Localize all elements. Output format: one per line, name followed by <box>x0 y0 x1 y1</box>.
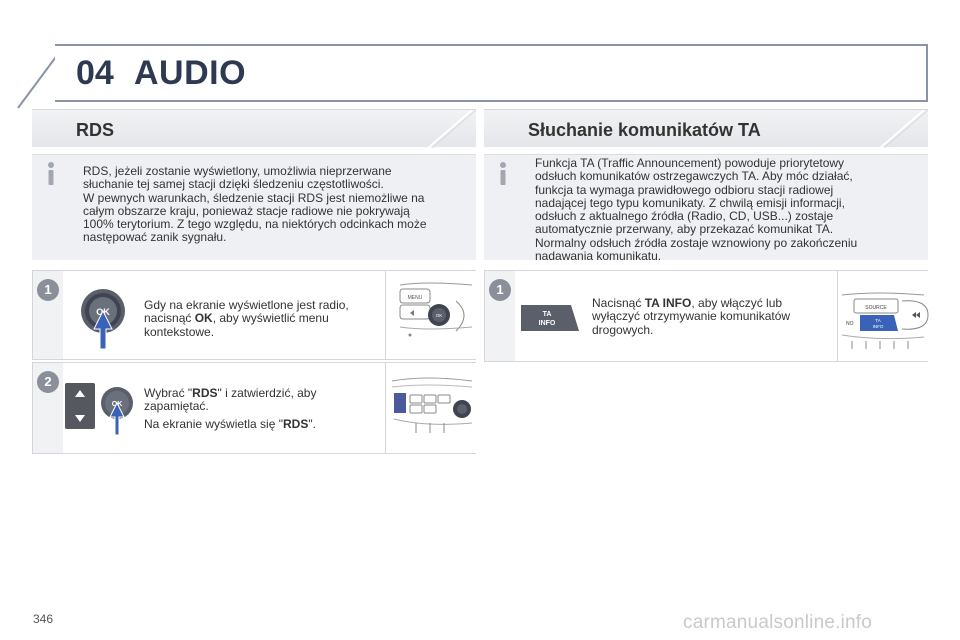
section-title: Słuchanie komunikatów TA <box>528 120 761 140</box>
control-panel-image <box>385 363 476 453</box>
rds-keyword: RDS <box>282 417 309 431</box>
control-panel-image: SOURCE NO TA INFO <box>837 271 929 361</box>
step-number: 1 <box>489 279 511 301</box>
info-line: następować zanik sygnału. <box>83 230 227 245</box>
step-panel-1: 1 OK Gdy na ekranie wyświetlone jest rad… <box>32 270 476 360</box>
info-icon <box>48 162 54 185</box>
info-box-ta: Funkcja TA (Traffic Announcement) powodu… <box>484 154 928 264</box>
info-line: W pewnych warunkach, śledzenie stacji RD… <box>83 190 425 205</box>
info-label: INFO <box>539 320 556 327</box>
info-line: Funkcja TA (Traffic Announcement) powodu… <box>535 156 845 170</box>
ta-label: TA <box>543 311 552 318</box>
section-header-rds: RDS <box>32 109 476 148</box>
instruction-text: drogowych. <box>592 322 654 337</box>
instruction-text: Gdy na ekranie wyświetlone jest radio, <box>144 298 349 312</box>
info-panel-label: INFO <box>873 324 884 329</box>
no-label: NO <box>846 321 854 327</box>
watermark: carmanualsonline.info <box>683 612 873 633</box>
ta-panel-label: TA <box>875 318 880 323</box>
info-text: Funkcja TA (Traffic Announcement) powodu… <box>535 156 858 264</box>
chapter-title: AUDIO <box>134 54 247 92</box>
step-instruction: Nacisnąć TA INFO, aby włączyć lub wyłącz… <box>592 296 832 337</box>
header-frame <box>55 44 928 102</box>
step-number: 1 <box>37 279 59 301</box>
info-text: RDS, jeżeli zostanie wyświetlony, umożli… <box>83 164 427 245</box>
info-line: 100% terytorium. Z tego względu, na niek… <box>83 217 427 232</box>
instruction-text: Na ekranie wyświetla się " <box>144 417 283 431</box>
instruction-text: ". <box>308 417 316 431</box>
step-panel-2: 2 OK Wybrać "RDS" i zatwierdzić, aby zap… <box>32 362 476 454</box>
info-line: odsłuch komunikatów ostrzegawczych TA. A… <box>535 169 853 184</box>
info-box-rds: RDS, jeżeli zostanie wyświetlony, umożli… <box>32 154 476 260</box>
dashboard-panel-illustration: SOURCE NO TA INFO <box>841 292 929 349</box>
step-panel-ta: 1 TA INFO Nacisnąć TA INFO, aby włączyć … <box>484 270 929 362</box>
info-line: Normalny odsłuch źródła zostaje wznowion… <box>535 235 858 250</box>
control-panel-image: MENU OK <box>385 271 476 359</box>
ta-info-keyword: TA INFO <box>644 296 692 310</box>
menu-label: MENU <box>408 295 423 301</box>
section-header-ta: Słuchanie komunikatów TA <box>484 109 928 148</box>
info-line: słuchanie tej samej stacji dzięki śledze… <box>83 177 384 192</box>
section-title: RDS <box>76 120 115 140</box>
chapter-number: 04 <box>76 54 114 92</box>
step-number: 2 <box>37 371 59 393</box>
rds-keyword: RDS <box>192 386 218 400</box>
header-decoration <box>427 110 476 148</box>
info-line: całym obszarze kraju, ponieważ stacje ra… <box>83 203 410 218</box>
instruction-text: Wybrać " <box>144 386 193 400</box>
info-icon <box>500 162 506 185</box>
instruction-text: zapamiętać. <box>144 399 209 414</box>
step-instruction: Wybrać "RDS" i zatwierdzić, aby zapamięt… <box>144 386 374 414</box>
instruction-text: nacisnąć <box>144 311 195 326</box>
info-line: nadawania komunikatu. <box>535 249 662 264</box>
source-label: SOURCE <box>865 305 887 311</box>
info-line: RDS, jeżeli zostanie wyświetlony, umożli… <box>83 164 392 178</box>
instruction-text: , aby wyświetlić menu <box>212 311 329 326</box>
instruction-text: " i zatwierdzić, aby <box>217 386 317 400</box>
ok-panel-label: OK <box>436 313 443 318</box>
step-instruction: Gdy na ekranie wyświetlone jest radio, n… <box>144 298 374 339</box>
navigation-arrows-icon <box>65 383 95 429</box>
dashboard-panel-illustration <box>391 377 473 433</box>
ok-button-press-icon: OK <box>81 289 125 350</box>
instruction-text: kontekstowe. <box>144 324 215 339</box>
info-line: nadającej tego typu komunikaty. Z chwilą… <box>535 195 845 210</box>
step-result: Na ekranie wyświetla się "RDS". <box>144 417 374 431</box>
instruction-text: Nacisnąć <box>592 296 645 310</box>
step-number-column: 1 <box>33 271 63 359</box>
ok-button-press-icon: OK <box>101 387 133 436</box>
info-line: odsłuch z aktualnego źródła (Radio, CD, … <box>535 209 834 224</box>
instruction-text: wyłączyć otrzymywanie komunikatów <box>592 309 791 324</box>
header-decoration <box>879 110 928 148</box>
info-line: automatycznie przerwany, aby przekazać k… <box>535 222 834 237</box>
ta-info-button-icon: TA INFO <box>521 305 579 331</box>
dashboard-panel-illustration: MENU OK <box>399 282 473 337</box>
step-number-column: 2 <box>33 363 63 453</box>
ok-keyword: OK <box>194 311 213 326</box>
info-line: funkcja ta wymaga prawidłowego odbioru s… <box>535 182 834 197</box>
page-number: 346 <box>33 612 54 626</box>
step-number-column: 1 <box>485 271 515 361</box>
instruction-text: , aby włączyć lub <box>691 296 783 310</box>
